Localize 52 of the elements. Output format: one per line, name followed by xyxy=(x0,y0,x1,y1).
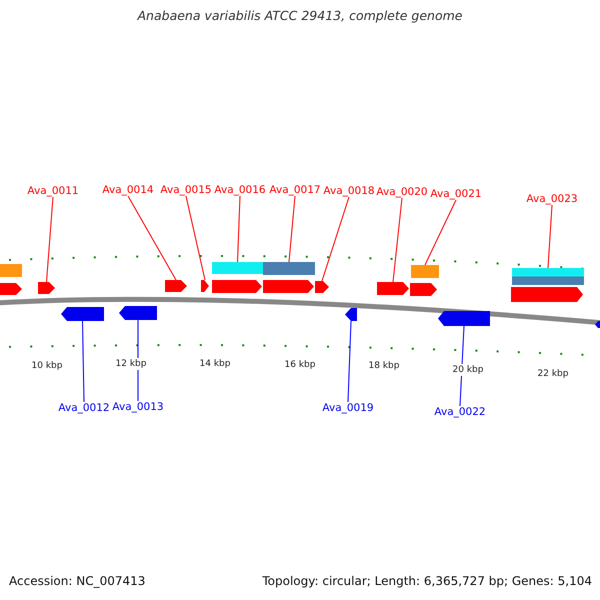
gene-label: Ava_0022 xyxy=(434,406,486,418)
scale-label: 18 kbp xyxy=(368,360,400,372)
forward-gene xyxy=(212,280,262,293)
forward-gene xyxy=(410,283,437,296)
gene-bar xyxy=(212,262,263,274)
gene-label: Ava_0019 xyxy=(322,402,374,414)
leader-line xyxy=(46,196,54,282)
leader-line xyxy=(548,204,552,268)
forward-gene xyxy=(0,283,22,295)
reverse-gene xyxy=(438,311,490,326)
forward-gene xyxy=(165,280,187,292)
gene-label: Ava_0017 xyxy=(269,184,321,196)
scale-label: 16 kbp xyxy=(284,359,316,371)
leader-line xyxy=(186,196,206,280)
gene-label: Ava_0014 xyxy=(102,184,154,196)
scale-label: 14 kbp xyxy=(200,358,230,370)
forward-gene xyxy=(315,281,329,293)
leader-line xyxy=(322,196,350,282)
gene-bar xyxy=(263,262,315,275)
leader-line xyxy=(348,320,352,402)
scale-label: 22 kbp xyxy=(538,368,568,380)
scale-label: 10 kbp xyxy=(32,360,62,372)
title: Anabaena variabilis ATCC 29413, complete genome xyxy=(138,10,462,22)
gene-bar xyxy=(0,264,22,277)
reverse-gene xyxy=(119,306,157,320)
leader-line xyxy=(392,198,402,282)
gene-label: Ava_0012 xyxy=(58,402,110,414)
gene-label: Ava_0011 xyxy=(27,185,79,197)
leader-line xyxy=(237,196,240,262)
gene-bar xyxy=(411,265,439,278)
reverse-gene xyxy=(345,308,357,321)
reverse-gene xyxy=(61,307,104,321)
forward-gene xyxy=(38,282,55,294)
forward-gene xyxy=(511,287,583,302)
gene-label: Ava_0023 xyxy=(526,193,578,205)
reverse-gene xyxy=(595,321,600,328)
scale-label: 12 kbp xyxy=(116,358,146,370)
gene-label: Ava_0013 xyxy=(112,401,164,413)
forward-gene xyxy=(377,282,409,295)
genome-summary-note: Topology: circular; Length: 6,365,727 bp; Genes: 5,104 xyxy=(262,575,592,587)
forward-gene xyxy=(201,280,209,292)
scale-label: 20 kbp xyxy=(452,364,484,376)
leader-line xyxy=(288,196,296,262)
gene-label: Ava_0021 xyxy=(430,188,482,200)
gene-bar xyxy=(512,268,584,285)
gene-label: Ava_0016 xyxy=(214,184,266,196)
leader-line xyxy=(82,320,84,402)
leader-line xyxy=(128,196,176,280)
gene-label: Ava_0020 xyxy=(376,186,428,198)
gene-label: Ava_0015 xyxy=(160,184,212,196)
accession-note: Accession: NC_007413 xyxy=(9,575,146,587)
gene-label: Ava_0018 xyxy=(323,185,375,197)
